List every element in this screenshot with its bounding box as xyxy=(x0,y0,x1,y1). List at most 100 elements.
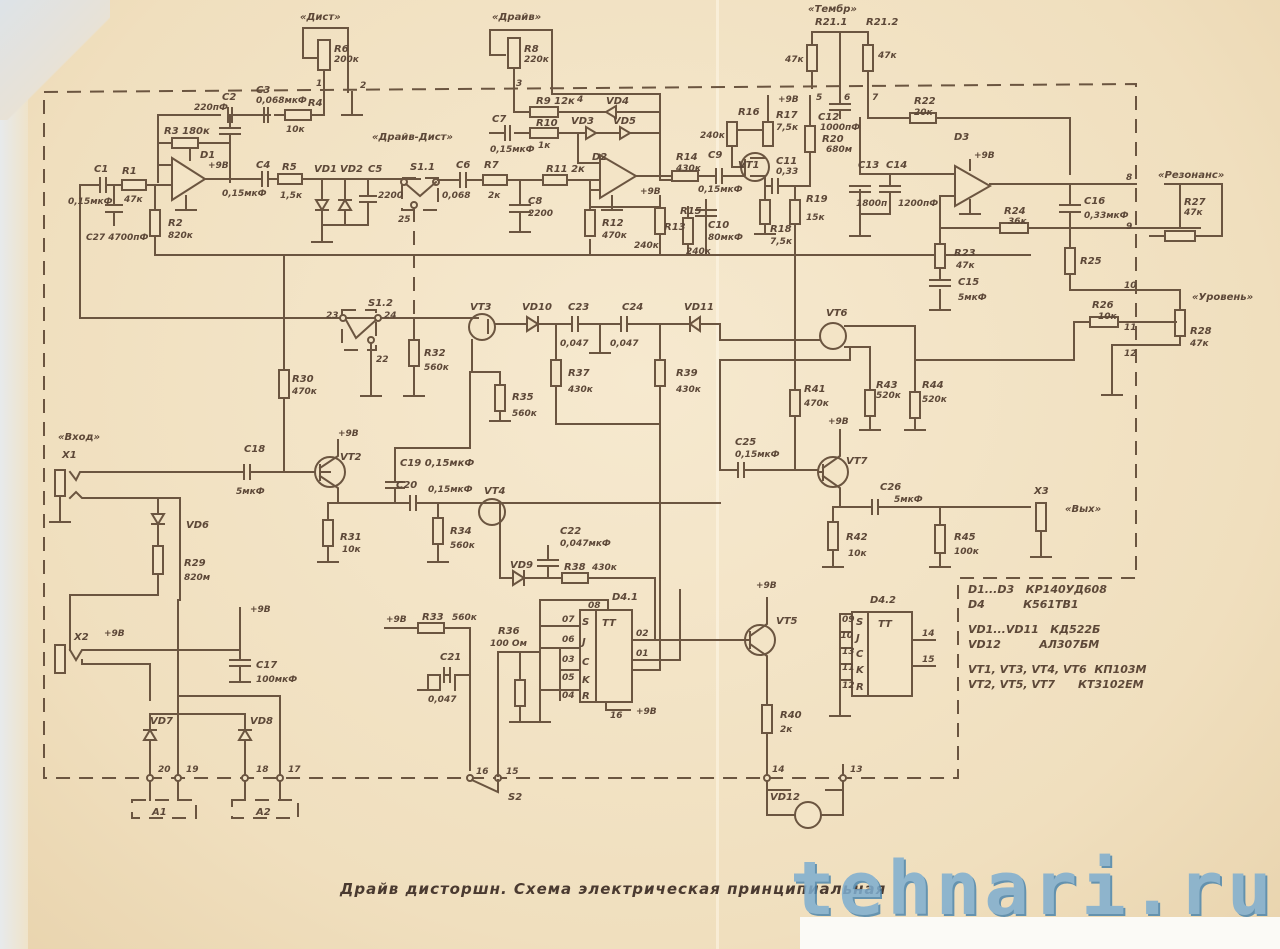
x1-jack[interactable] xyxy=(54,469,66,497)
r20-label: R20 xyxy=(822,134,844,145)
c23-label: C23 xyxy=(568,302,589,313)
r40-value: 2к xyxy=(780,725,793,735)
vd12-led xyxy=(794,801,822,829)
pin-1: 1 xyxy=(316,79,322,89)
c21-label: C21 xyxy=(440,652,461,663)
c17-supply: +9В xyxy=(250,605,271,615)
r10-value: 1к xyxy=(538,141,551,151)
vt4-label: VT4 xyxy=(484,486,506,497)
spec-part: КР140УД608 xyxy=(1025,583,1107,596)
c20-value: 0,15мкФ xyxy=(428,485,473,495)
vd6-diode xyxy=(150,513,166,526)
scan-edge xyxy=(0,0,28,949)
d4-1-pin-08: 08 xyxy=(588,601,601,611)
r14-value: 430к xyxy=(675,164,702,174)
r22-label: R22 xyxy=(914,96,936,107)
r20-value: 680м xyxy=(826,145,853,155)
r30-resistor xyxy=(278,369,290,399)
r31-label: R31 xyxy=(340,532,362,543)
r43-label: R43 xyxy=(876,380,898,391)
vd3-label: VD3 xyxy=(571,116,594,127)
switch-s1-1[interactable] xyxy=(400,177,440,318)
r32-value: 560к xyxy=(424,363,450,373)
r21-1-potentiometer[interactable] xyxy=(806,44,818,72)
opamp-d1 xyxy=(171,156,207,202)
r8-label: R8 xyxy=(524,44,539,55)
c10-label: C10 xyxy=(708,220,729,231)
pin-23: 23 xyxy=(326,311,339,321)
r39-value: 430к xyxy=(675,385,702,395)
pin-3: 3 xyxy=(516,79,522,89)
vd9-label: VD9 xyxy=(510,560,533,571)
r21-2-label: R21.2 xyxy=(866,17,898,28)
r42-resistor xyxy=(827,521,839,551)
x2-jack[interactable] xyxy=(54,644,66,674)
r21-1-value: 47к xyxy=(784,55,805,65)
stage-power xyxy=(54,599,284,801)
r20-resistor xyxy=(804,125,816,153)
r5-resistor xyxy=(277,173,303,185)
c10-value: 80мкФ xyxy=(708,233,743,243)
pin-24: 24 xyxy=(384,311,397,321)
watermark-logo[interactable]: tehnari.ru xyxy=(790,846,1276,932)
r45-value: 100к xyxy=(954,547,980,557)
c4-value: 0,15мкФ xyxy=(222,189,267,199)
label-drive-dist: «Драйв-Дист» xyxy=(372,132,453,143)
component-spec-table: D1...D3 КР140УД608 D4 К561ТВ1 VD1...VD11… xyxy=(968,582,1147,692)
c1-value: 0,15мкФ xyxy=(68,197,113,207)
c1-label: C1 xyxy=(94,164,108,175)
c2-label: C2 xyxy=(222,92,236,103)
vd7-label: VD7 xyxy=(150,716,173,727)
label-timbre: «Тембр» xyxy=(808,3,857,15)
s2-switch[interactable] xyxy=(470,778,499,794)
x2-supply: +9В xyxy=(104,629,125,639)
r2-label: R2 xyxy=(168,218,183,229)
r6-potentiometer[interactable] xyxy=(317,39,331,71)
stage-d3 xyxy=(806,31,1223,311)
r27-potentiometer[interactable] xyxy=(1164,230,1196,242)
r15-label: R15 xyxy=(680,206,702,217)
pin-8: 8 xyxy=(1126,173,1132,183)
vd11-diode xyxy=(688,315,701,333)
r36-label: R36 xyxy=(498,626,520,637)
r33-supply: +9В xyxy=(386,615,407,625)
c23-value: 0,047 xyxy=(560,339,589,349)
r18-value: 7,5к xyxy=(770,237,793,247)
c5-label: C5 xyxy=(368,164,382,175)
a2-label: A2 xyxy=(255,807,271,818)
spec-ref: VD12 xyxy=(968,638,1001,651)
d4-2-pin-nq: 15 xyxy=(922,655,935,665)
x3-jack[interactable] xyxy=(1035,502,1047,532)
paper-crease xyxy=(716,0,719,949)
d4-1-pin-16: 16 xyxy=(610,711,623,721)
spec-part: КП103М xyxy=(1094,663,1147,676)
c11-value: 0,33 xyxy=(776,167,798,177)
r32-resistor xyxy=(408,339,420,367)
r21-2-potentiometer[interactable] xyxy=(862,44,874,72)
scan-white-area xyxy=(800,917,1280,949)
spec-part: К561ТВ1 xyxy=(1023,598,1079,611)
r26-label: R26 xyxy=(1092,300,1114,311)
d1-label: D1 xyxy=(200,150,215,161)
r21-1-label: R21.1 xyxy=(815,17,847,28)
stage-input xyxy=(49,371,721,651)
r44-resistor xyxy=(909,391,921,419)
d4-2-pin-j: J xyxy=(854,633,860,644)
c11-label: C11 xyxy=(776,156,797,167)
pin-15: 15 xyxy=(506,767,519,777)
c20-label: C20 xyxy=(396,480,417,491)
x3-label: X3 xyxy=(1033,486,1049,497)
r8-potentiometer[interactable] xyxy=(507,37,521,69)
vt5-supply: +9В xyxy=(756,581,777,591)
d4-2-pin-s: S xyxy=(856,617,863,628)
r4-value: 10к xyxy=(286,125,306,135)
r41-value: 470к xyxy=(803,399,830,409)
r4-label: R4 xyxy=(308,98,323,109)
d4-2-pin-num: 11 xyxy=(842,663,855,673)
c27-label: C27 4700пФ xyxy=(86,233,149,243)
r7-value: 2к xyxy=(488,191,501,201)
r22-resistor xyxy=(909,112,937,124)
d4-2-pin-num: 13 xyxy=(842,647,855,657)
spec-part: КТ3102ЕМ xyxy=(1078,678,1144,691)
